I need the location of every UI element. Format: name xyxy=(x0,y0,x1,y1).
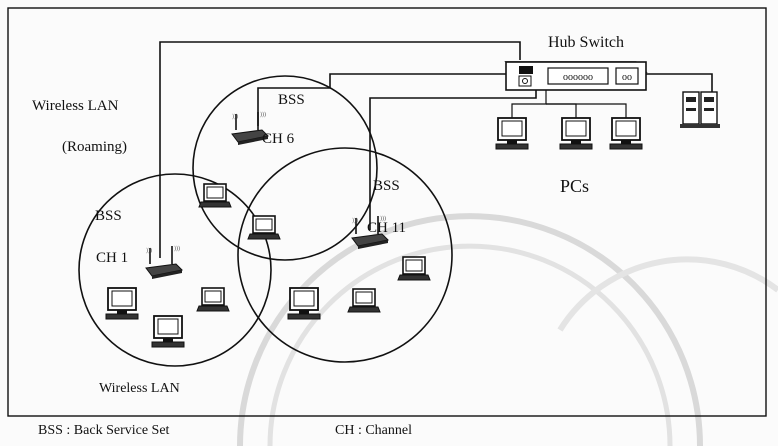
desktop-icon xyxy=(105,287,139,320)
wired-pc-icon xyxy=(559,117,593,150)
channel-label-ch11: CH 11 xyxy=(367,220,406,236)
laptop-icon xyxy=(247,215,281,240)
server-icon xyxy=(680,91,720,128)
legend-bss: BSS : Back Service Set xyxy=(38,423,170,438)
wireless-lan-roaming-label: Wireless LAN xyxy=(32,98,119,114)
bss-cell-ch1 xyxy=(78,173,272,367)
hub-switch: oooooo oo xyxy=(504,61,648,91)
wired-pc-icon xyxy=(609,117,643,150)
diagram-frame xyxy=(7,7,767,417)
access-point-ch1-icon xyxy=(145,244,183,280)
hub-switch-label: Hub Switch xyxy=(548,34,624,51)
wired-pc-icon xyxy=(495,117,529,150)
wireless-lan-caption: Wireless LAN xyxy=(99,381,180,396)
channel-label-ch1: CH 1 xyxy=(96,250,128,266)
desktop-icon xyxy=(287,287,321,320)
laptop-icon xyxy=(347,288,381,313)
pcs-label: PCs xyxy=(560,176,589,196)
channel-label-ch6: CH 6 xyxy=(262,131,295,147)
roaming-label: (Roaming) xyxy=(62,139,127,155)
network-cabling xyxy=(159,41,713,258)
hub-uplink-label: oo xyxy=(622,72,632,83)
bss-cell-ch6 xyxy=(192,75,378,261)
desktop-icon xyxy=(151,315,185,348)
bss-label-ch1: BSS xyxy=(95,208,122,224)
laptop-icon xyxy=(397,256,431,281)
bss-label-ch11: BSS xyxy=(373,178,400,194)
bss-label-ch6: BSS xyxy=(278,92,305,108)
laptop-icon xyxy=(196,287,230,312)
legend-channel: CH : Channel xyxy=(335,423,412,438)
laptop-icon xyxy=(198,183,232,208)
watermark-arcs xyxy=(237,213,778,446)
hub-ports-label: oooooo xyxy=(563,72,593,83)
bss-cell-ch11 xyxy=(237,147,453,363)
